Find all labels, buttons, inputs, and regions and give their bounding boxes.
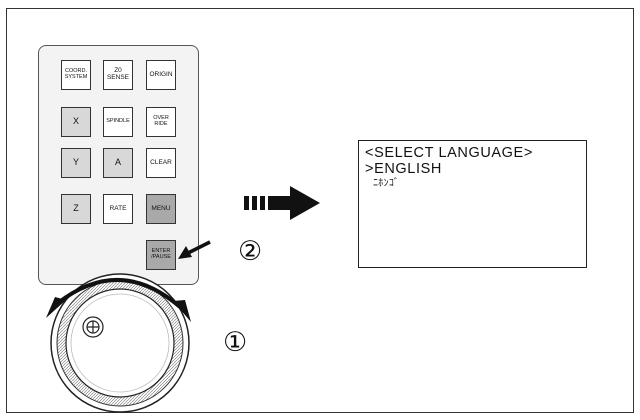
step-1-number: ① bbox=[223, 327, 248, 358]
menu-key-label: MENU bbox=[151, 204, 171, 212]
rotate-arrowhead-left-icon bbox=[46, 297, 66, 318]
z0-sense-key[interactable]: Z0 SENSE bbox=[103, 60, 133, 90]
override-key[interactable]: OVER RIDE bbox=[146, 107, 176, 137]
x-axis-key[interactable]: X bbox=[61, 107, 91, 137]
origin-key[interactable]: ORIGIN bbox=[146, 60, 176, 90]
coord-system-key-label: COORD. SYSTEM bbox=[64, 68, 88, 80]
rate-key[interactable]: RATE bbox=[103, 194, 133, 224]
rate-key-label: RATE bbox=[109, 204, 127, 212]
dial-lock-screw-icon bbox=[82, 316, 104, 338]
lcd-option-japanese: ﾆﾎﾝｺﾞ bbox=[373, 178, 400, 189]
enter-pause-key-label: ENTER /PAUSE bbox=[151, 248, 171, 260]
progress-arrow-to-display-icon bbox=[244, 186, 320, 220]
lcd-display: <SELECT LANGUAGE> >ENGLISH ﾆﾎﾝｺﾞ bbox=[358, 140, 587, 268]
rotate-dial-arrow-icon bbox=[46, 277, 191, 322]
z-axis-key-label: Z bbox=[73, 203, 79, 214]
spindle-key[interactable]: SPINDLE bbox=[103, 107, 133, 137]
clear-key[interactable]: CLEAR bbox=[146, 148, 176, 178]
z-axis-key[interactable]: Z bbox=[61, 194, 91, 224]
lcd-title-line: <SELECT LANGUAGE> bbox=[365, 145, 533, 161]
spindle-key-label: SPINDLE bbox=[106, 118, 130, 125]
pointer-arrow-to-enter-key-icon bbox=[178, 240, 211, 259]
step-2-number: ② bbox=[238, 236, 263, 267]
x-axis-key-label: X bbox=[72, 116, 79, 127]
coord-system-key[interactable]: COORD. SYSTEM bbox=[61, 60, 91, 90]
jog-dial[interactable] bbox=[50, 273, 190, 413]
rotate-arrowhead-right-icon bbox=[173, 300, 191, 322]
override-key-label: OVER RIDE bbox=[153, 115, 169, 127]
y-axis-key[interactable]: Y bbox=[61, 148, 91, 178]
lcd-option-english: >ENGLISH bbox=[365, 161, 442, 177]
clear-key-label: CLEAR bbox=[150, 158, 172, 166]
enter-pause-key[interactable]: ENTER /PAUSE bbox=[146, 240, 176, 270]
a-axis-key[interactable]: A bbox=[103, 148, 133, 178]
z0-sense-key-label: Z0 SENSE bbox=[106, 67, 130, 81]
origin-key-label: ORIGIN bbox=[149, 70, 173, 78]
menu-key[interactable]: MENU bbox=[146, 194, 176, 224]
y-axis-key-label: Y bbox=[72, 157, 79, 168]
a-axis-key-label: A bbox=[114, 157, 121, 168]
